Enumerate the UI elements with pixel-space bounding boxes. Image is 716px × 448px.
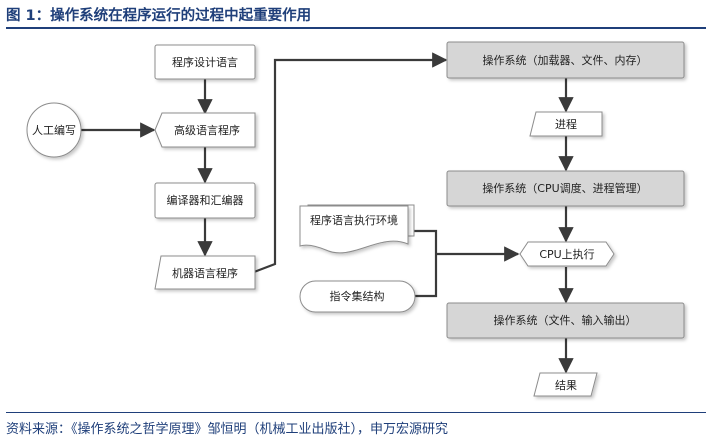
label-programming-language: 程序设计语言 bbox=[172, 55, 238, 69]
label-os-io: 操作系统（文件、输入输出） bbox=[494, 313, 637, 327]
label-os-loader: 操作系统（加载器、文件、内存） bbox=[483, 53, 648, 67]
node-os-io: 操作系统（文件、输入输出） bbox=[446, 302, 685, 339]
node-os-loader: 操作系统（加载器、文件、内存） bbox=[446, 41, 685, 79]
node-os-cpu: 操作系统（CPU调度、进程管理） bbox=[446, 170, 685, 207]
label-instruction-set: 指令集结构 bbox=[330, 289, 385, 303]
figure-source: 资料来源：《操作系统之哲学原理》邹恒明（机械工业出版社），申万宏源研究 bbox=[6, 422, 449, 437]
node-runtime-environment: 程序语言执行环境 bbox=[299, 204, 415, 254]
node-process: 进程 bbox=[529, 111, 603, 137]
label-compiler-assembler: 编译器和汇编器 bbox=[167, 193, 244, 207]
node-manual-coding: 人工编写 bbox=[26, 102, 82, 158]
node-instruction-set: 指令集结构 bbox=[299, 280, 416, 313]
source-rule bbox=[6, 412, 706, 413]
label-high-level-program: 高级语言程序 bbox=[174, 123, 240, 137]
arrow-machine-to-os-loader bbox=[253, 52, 448, 274]
label-cpu-exec: CPU上执行 bbox=[539, 247, 594, 261]
label-os-cpu: 操作系统（CPU调度、进程管理） bbox=[482, 181, 647, 195]
node-compiler-assembler: 编译器和汇编器 bbox=[154, 182, 256, 219]
connector-env bbox=[410, 229, 438, 254]
node-machine-program: 机器语言程序 bbox=[154, 255, 256, 290]
node-programming-language: 程序设计语言 bbox=[154, 44, 256, 80]
connector-isa bbox=[415, 254, 438, 298]
node-cpu-exec: CPU上执行 bbox=[519, 241, 615, 267]
label-machine-program: 机器语言程序 bbox=[172, 266, 238, 280]
node-result: 结果 bbox=[533, 372, 598, 397]
label-runtime-environment: 程序语言执行环境 bbox=[310, 213, 398, 227]
label-process: 进程 bbox=[555, 118, 577, 131]
label-manual-coding: 人工编写 bbox=[32, 123, 76, 137]
figure-title: 图 1：操作系统在程序运行的过程中起重要作用 bbox=[6, 8, 312, 24]
label-result: 结果 bbox=[555, 379, 577, 392]
title-rule bbox=[6, 27, 706, 29]
node-high-level-program: 高级语言程序 bbox=[154, 112, 256, 148]
